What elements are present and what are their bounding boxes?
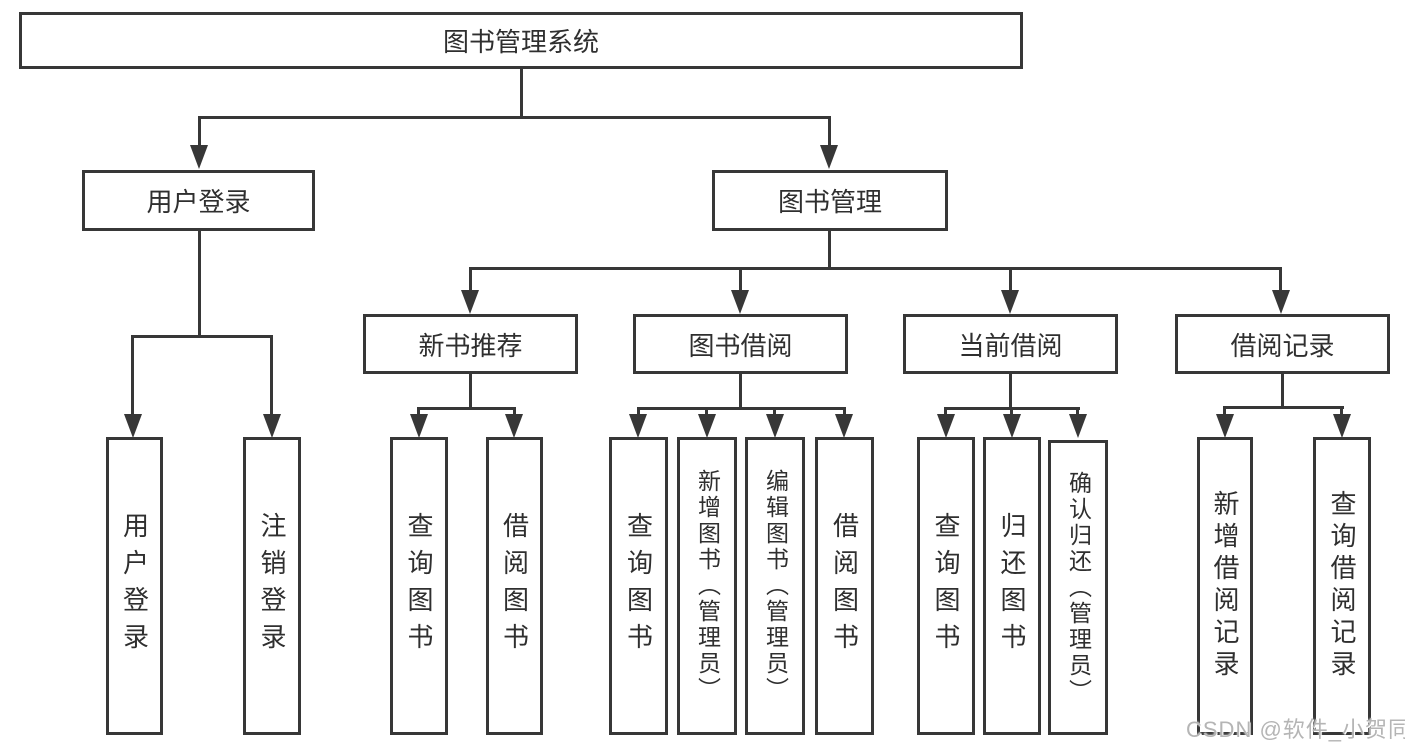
leaf-label: 借阅图书 [499, 512, 530, 660]
leaf-borrow-books-recommend: 借阅图书 [486, 437, 543, 735]
connector-stem [1281, 374, 1284, 407]
leaf-label: 借阅图书 [829, 512, 860, 660]
leaf-label: 新增借阅记录 [1210, 490, 1240, 682]
leaf-label: 查询借阅记录 [1327, 490, 1357, 682]
leaf-label: 归还图书 [997, 512, 1027, 660]
connector-drop-leaf [417, 407, 420, 415]
leaf-add-books-admin: 新增图书（管理员） [677, 437, 737, 735]
connector-drop-leaf [637, 407, 640, 415]
node-root-library-system: 图书管理系统 [19, 12, 1023, 69]
leaf-return-books: 归还图书 [983, 437, 1041, 735]
leaf-label: 确认归还（管理员） [1065, 470, 1092, 705]
connector-drop-leaf [705, 407, 708, 415]
arrow-down-icon [1216, 414, 1234, 438]
connector-drop-leaf [843, 407, 846, 415]
arrow-down-icon [1272, 290, 1290, 314]
arrow-down-icon [731, 290, 749, 314]
connector-root-bar [198, 116, 831, 119]
connector-drop-leaf [1076, 407, 1079, 415]
connector-root-stem [520, 69, 523, 118]
connector-drop-book-manage [828, 116, 831, 146]
leaf-query-books-current: 查询图书 [917, 437, 975, 735]
connector-login-bar [131, 335, 273, 338]
connector-stem [1009, 374, 1012, 408]
leaf-label: 用户登录 [119, 512, 150, 660]
arrow-down-icon [820, 145, 838, 169]
connector-login-stem [198, 231, 201, 336]
connector-drop-leaf [131, 335, 134, 415]
node-current-borrowing: 当前借阅 [903, 314, 1118, 374]
leaf-user-login: 用户登录 [106, 437, 163, 735]
arrow-down-icon [505, 414, 523, 438]
connector-drop-leaf [513, 407, 516, 415]
leaf-label: 新增图书（管理员） [694, 469, 721, 703]
leaf-borrow-books-borrowing: 借阅图书 [815, 437, 874, 735]
csdn-watermark: CSDN @软件_小贺同学 [1186, 717, 1405, 742]
connector-drop-leaf [1010, 407, 1013, 415]
connector-manage-bar [469, 267, 1282, 270]
arrow-down-icon [461, 290, 479, 314]
connector-stem [739, 374, 742, 408]
node-borrowing-records: 借阅记录 [1175, 314, 1390, 374]
connector-bar [637, 407, 846, 410]
arrow-down-icon [263, 414, 281, 438]
connector-bar [1224, 406, 1344, 409]
leaf-label: 注销登录 [257, 512, 287, 660]
leaf-query-borrow-record: 查询借阅记录 [1313, 437, 1371, 735]
connector-drop-book-borrow [739, 267, 742, 293]
connector-manage-stem [828, 231, 831, 268]
arrow-down-icon [1333, 414, 1351, 438]
leaf-logout: 注销登录 [243, 437, 301, 735]
arrow-down-icon [1003, 414, 1021, 438]
arrow-down-icon [124, 414, 142, 438]
node-new-book-recommend: 新书推荐 [363, 314, 578, 374]
leaf-label: 查询图书 [931, 512, 961, 660]
node-user-login: 用户登录 [82, 170, 315, 231]
leaf-label: 查询图书 [623, 512, 654, 660]
node-book-borrowing: 图书借阅 [633, 314, 848, 374]
arrow-down-icon [937, 414, 955, 438]
connector-drop-new-books [469, 267, 472, 293]
connector-drop-user-login [198, 116, 201, 146]
arrow-down-icon [766, 414, 784, 438]
leaf-confirm-return-admin: 确认归还（管理员） [1048, 440, 1108, 735]
arrow-down-icon [1069, 414, 1087, 438]
arrow-down-icon [698, 414, 716, 438]
connector-drop-leaf [270, 335, 273, 415]
arrow-down-icon [410, 414, 428, 438]
leaf-label: 编辑图书（管理员） [762, 469, 789, 703]
connector-drop-leaf [1223, 406, 1226, 415]
node-book-management: 图书管理 [712, 170, 948, 231]
leaf-label: 查询图书 [404, 512, 434, 660]
arrow-down-icon [835, 414, 853, 438]
connector-bar [418, 407, 516, 410]
leaf-query-books-borrowing: 查询图书 [609, 437, 668, 735]
connector-drop-borrow-records [1279, 267, 1282, 293]
arrow-down-icon [190, 145, 208, 169]
connector-drop-leaf [773, 407, 776, 415]
arrow-down-icon [629, 414, 647, 438]
connector-stem [469, 374, 472, 408]
leaf-add-borrow-record: 新增借阅记录 [1197, 437, 1253, 735]
arrow-down-icon [1001, 290, 1019, 314]
leaf-edit-books-admin: 编辑图书（管理员） [745, 437, 805, 735]
connector-drop-current-borrow [1009, 267, 1012, 293]
connector-drop-leaf [1340, 406, 1343, 415]
leaf-query-books-recommend: 查询图书 [390, 437, 448, 735]
connector-drop-leaf [944, 407, 947, 415]
